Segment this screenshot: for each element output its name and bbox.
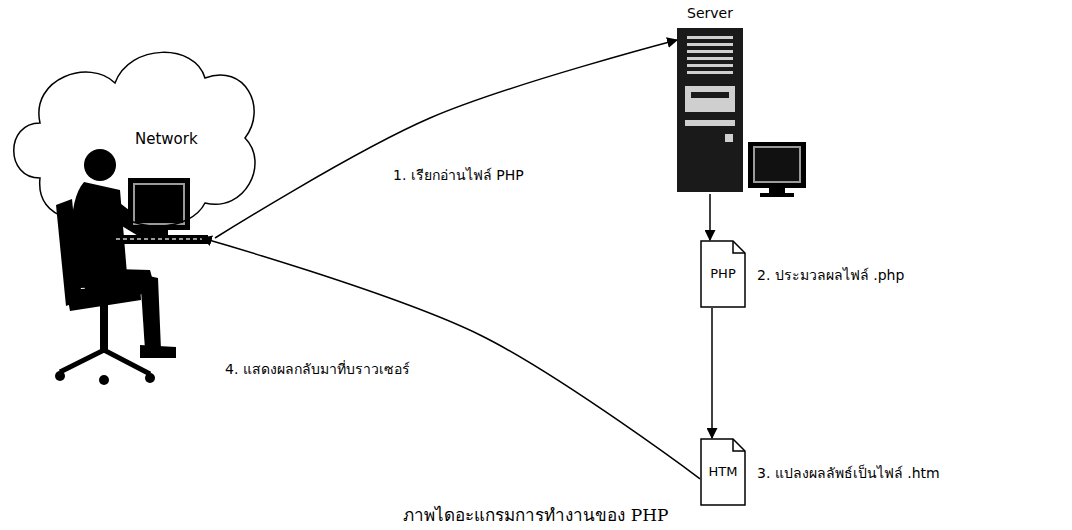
node-label: Server	[677, 4, 743, 22]
keyboard	[110, 235, 208, 244]
monitor-base	[760, 193, 794, 197]
flow-arrow	[711, 308, 713, 438]
chair-wheel	[145, 373, 155, 383]
flow-arrow	[215, 40, 677, 238]
person-foot	[140, 345, 176, 358]
person-head	[84, 149, 116, 181]
tower-vent	[687, 57, 733, 60]
monitor-screen	[134, 184, 184, 224]
node-label: HTM	[709, 464, 738, 481]
file-outline	[701, 241, 745, 307]
chair-wheel	[99, 375, 109, 385]
server-tower	[677, 28, 743, 192]
flow-arrow	[202, 238, 700, 479]
server-node: Server	[677, 4, 743, 194]
monitor-screen	[754, 147, 800, 182]
monitor-stand	[769, 188, 785, 193]
network-cloud	[14, 52, 255, 226]
php-file: PHP	[700, 240, 746, 308]
person-shin	[140, 274, 161, 350]
tower-case	[677, 28, 743, 192]
file-outline	[701, 439, 745, 505]
step-label: 2. ประมวลผลไฟล์ .php	[757, 266, 904, 284]
tower-vent	[687, 71, 733, 74]
keyboard-keys	[116, 238, 202, 240]
node-label: PHP	[710, 266, 735, 283]
client-computer	[110, 178, 208, 284]
tower-vent	[687, 43, 733, 46]
tower-vent	[687, 36, 733, 39]
monitor-stand	[150, 230, 168, 235]
step-label: 1. เรียกอ่านไฟล์ PHP	[390, 166, 527, 184]
network-cloud: Network	[0, 28, 262, 238]
step-label: 3. แปลงผลลัพธ์เป็นไฟล์ .htm	[757, 464, 940, 482]
power-button	[725, 134, 733, 142]
server-node-shape	[677, 4, 743, 194]
chair-base	[60, 350, 150, 374]
network-cloud-shape	[0, 28, 262, 238]
flow-arrow	[709, 194, 711, 240]
tower-vent	[687, 50, 733, 53]
node-label: Network	[135, 130, 198, 150]
step-label: 4. แสดงผลกลับมาที่บราวเซอร์	[222, 360, 413, 378]
tower-vent	[687, 64, 733, 67]
chair-wheel	[55, 371, 65, 381]
file-fold	[733, 439, 745, 451]
server-monitor	[748, 142, 806, 197]
drive-slot	[691, 92, 729, 98]
chair-pole	[100, 305, 108, 351]
figure-caption: ภาพไดอะแกรมการทำงานของ PHP	[0, 504, 1072, 526]
drive-bay	[685, 86, 735, 112]
monitor-frame	[748, 142, 806, 188]
desk-leg	[112, 244, 118, 284]
file-fold	[733, 241, 745, 253]
drive-bay	[685, 120, 735, 126]
htm-file: HTM	[700, 438, 746, 506]
